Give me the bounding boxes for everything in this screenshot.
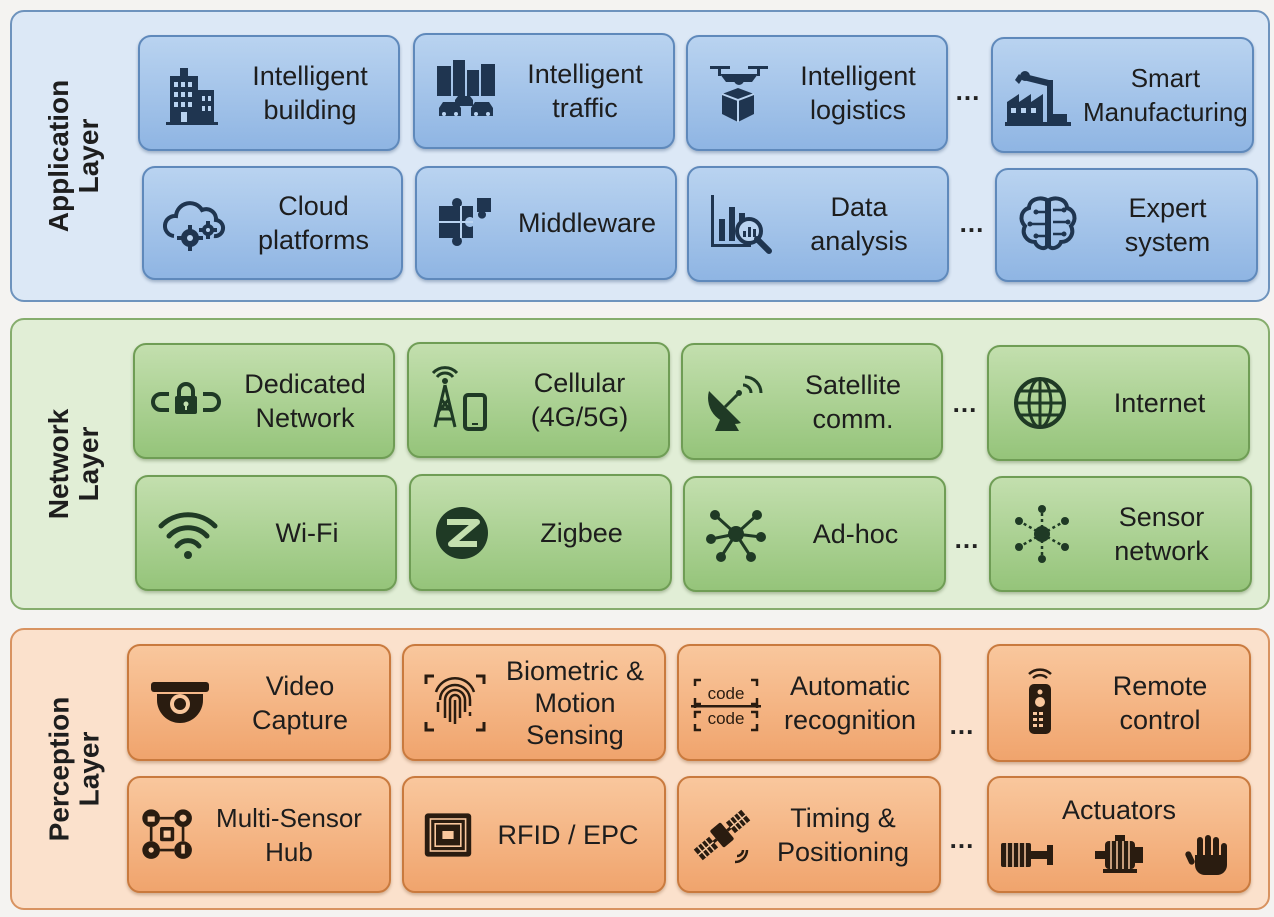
card-label: Multi-Sensor Hub	[216, 802, 362, 867]
ellipsis: ...	[949, 710, 975, 740]
robot-arm-factory-icon	[1003, 60, 1073, 130]
card-label: Middleware	[517, 208, 657, 238]
card-label: Biometric & Motion Sensing	[505, 655, 645, 750]
building-icon	[156, 58, 226, 128]
card-label: Sensor network	[1114, 502, 1209, 566]
card-biometric-motion: Biometric & Motion Sensing	[402, 644, 666, 761]
card-remote-control: Remote control	[987, 644, 1251, 762]
card-video-capture: Video Capture	[127, 644, 391, 761]
network-layer-title: Network Layer	[43, 408, 104, 520]
card-label: Expert system	[1124, 193, 1211, 257]
card-label: Intelligent building	[252, 61, 368, 125]
card-multi-sensor-hub: Multi-Sensor Hub	[127, 776, 391, 893]
actuator-icons	[999, 833, 1239, 877]
ellipsis: ...	[954, 524, 980, 554]
ellipsis: ...	[949, 824, 975, 854]
zigbee-icon	[427, 498, 497, 568]
network-layer: Network Layer Dedicated Network Cellular…	[10, 318, 1270, 610]
card-label: Intelligent logistics	[800, 61, 916, 125]
robot-hand-icon	[1185, 834, 1227, 875]
motor-icon	[1095, 834, 1143, 873]
card-timing-positioning: Timing & Positioning	[677, 776, 941, 893]
card-data-analysis: Data analysis	[687, 166, 949, 282]
card-internet: Internet	[987, 345, 1250, 461]
card-label: Data analysis	[810, 192, 908, 256]
city-traffic-icon	[431, 56, 501, 126]
card-label: Cellular (4G/5G)	[530, 368, 629, 432]
brain-circuit-icon	[1013, 190, 1083, 260]
ellipsis: ...	[959, 208, 985, 238]
lock-link-icon	[151, 366, 221, 436]
cloud-gears-icon	[160, 188, 230, 258]
satellite-icon	[687, 800, 757, 870]
card-label: Actuators	[1061, 794, 1177, 825]
satellite-dish-icon	[699, 367, 769, 437]
card-middleware: Middleware	[415, 166, 677, 280]
card-label: Intelligent traffic	[527, 59, 643, 123]
drone-package-icon	[704, 58, 774, 128]
card-sensor-network: Sensor network	[989, 476, 1252, 592]
card-label: Remote control	[1112, 671, 1208, 735]
rfid-chip-icon	[420, 800, 476, 870]
sensor-network-icon	[1007, 499, 1077, 569]
card-intelligent-building: Intelligent building	[138, 35, 400, 151]
card-wifi: Wi-Fi	[135, 475, 397, 591]
application-layer-title: Application Layer	[43, 79, 105, 233]
linear-actuator-icon	[1001, 842, 1053, 867]
card-dedicated-network: Dedicated Network	[133, 343, 395, 459]
card-expert-system: Expert system	[995, 168, 1258, 282]
code-text: code	[708, 709, 745, 728]
card-label: Timing & Positioning	[776, 802, 910, 867]
card-automatic-recognition: code code Automatic recognition	[677, 644, 941, 761]
card-label: Video Capture	[251, 670, 349, 735]
card-rfid-epc: RFID / EPC	[402, 776, 666, 893]
globe-icon	[1005, 368, 1075, 438]
card-satellite-comm: Satellite comm.	[681, 343, 943, 460]
sensor-hub-icon	[137, 800, 199, 870]
card-label: Satellite comm.	[804, 369, 902, 434]
perception-layer-title: Perception Layer	[43, 696, 105, 842]
puzzle-icon	[433, 188, 503, 258]
remote-control-icon	[1005, 668, 1075, 738]
card-smart-manufacturing: Smart Manufacturing	[991, 37, 1254, 153]
code-scan-icon: code code	[687, 668, 765, 738]
adhoc-nodes-icon	[701, 499, 771, 569]
card-label: Internet	[1113, 388, 1206, 418]
chart-magnifier-icon	[705, 189, 775, 259]
card-zigbee: Zigbee	[409, 474, 672, 591]
cell-tower-phone-icon	[425, 365, 495, 435]
card-label: Cloud platforms	[257, 191, 370, 255]
card-label: Zigbee	[540, 517, 623, 548]
card-label: Smart Manufacturing	[1083, 63, 1248, 127]
card-cloud-platforms: Cloud platforms	[142, 166, 403, 280]
ellipsis: ...	[955, 76, 981, 106]
card-cellular: Cellular (4G/5G)	[407, 342, 670, 458]
card-label: RFID / EPC	[497, 819, 639, 850]
card-actuators: Actuators	[987, 776, 1251, 893]
application-layer: Application Layer Intelligent building I…	[10, 10, 1270, 302]
perception-layer: Perception Layer Video Capture Biometric…	[10, 628, 1270, 910]
ellipsis: ...	[952, 388, 978, 418]
fingerprint-icon	[420, 668, 490, 738]
card-label: Ad-hoc	[812, 519, 899, 549]
card-label: Automatic recognition	[783, 670, 917, 735]
card-intelligent-traffic: Intelligent traffic	[413, 33, 675, 149]
dome-camera-icon	[145, 668, 215, 738]
card-label: Wi-Fi	[275, 518, 339, 548]
code-text: code	[708, 684, 745, 703]
card-intelligent-logistics: Intelligent logistics	[686, 35, 948, 151]
card-label: Dedicated Network	[244, 369, 366, 433]
wifi-icon	[153, 498, 223, 568]
card-ad-hoc: Ad-hoc	[683, 476, 946, 592]
